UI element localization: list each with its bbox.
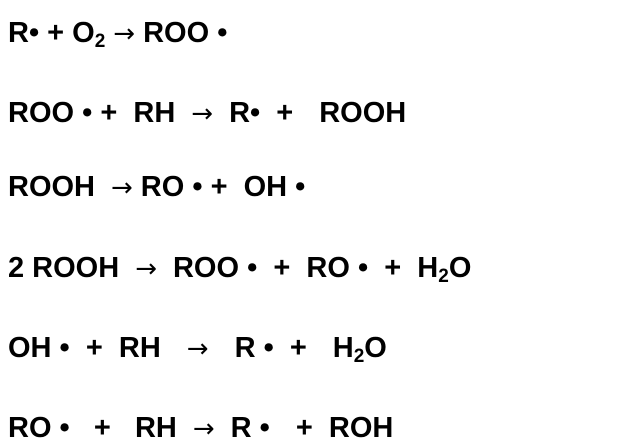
eq4-arrow-icon: → (135, 254, 157, 284)
eq5-products-end: O (364, 332, 387, 364)
eq4-products: ROO • + RO • + H (172, 252, 439, 284)
eq1-subscript: 2 (94, 31, 106, 52)
equation-1: R• + O2 →ROO • (8, 16, 227, 51)
eq5-products-b: H (332, 332, 354, 364)
eq4-products-end: O (448, 252, 472, 284)
eq6-products-a: R • (230, 412, 270, 444)
eq6-reactants: RO • + RH (8, 412, 177, 444)
equation-3: ROOH →RO • + OH • (8, 170, 305, 205)
eq2-reactants: ROO • + RH (8, 97, 176, 129)
eq2-products-b: ROOH (319, 97, 407, 129)
equation-6: RO • + RH → R • + ROH (8, 411, 393, 446)
eq2-arrow-icon: → (191, 99, 214, 129)
eq1-reactants: R• + O (8, 17, 95, 49)
eq2-products-a: R• + (229, 97, 294, 129)
eq3-arrow-icon: → (111, 173, 133, 203)
eq4-reactants: 2 ROOH (8, 252, 120, 284)
eq1-products: ROO • (143, 17, 228, 49)
eq5-reactants: OH • + RH (8, 332, 161, 364)
eq6-products-b: + ROH (295, 412, 394, 444)
eq4-subscript: 2 (438, 266, 449, 287)
equation-4: 2 ROOH → ROO • + RO • + H2O (8, 251, 471, 286)
equation-5: OH • + RH → R • + H2O (8, 331, 387, 366)
eq6-arrow-icon: → (192, 414, 215, 444)
eq5-products-a: R • + (234, 332, 307, 364)
eq5-arrow-icon: → (186, 334, 209, 364)
eq3-products: RO • + OH • (140, 171, 306, 203)
eq1-arrow-icon: → (113, 19, 136, 49)
equation-2: ROO • + RH → R• + ROOH (8, 96, 406, 131)
eq3-reactants: ROOH (8, 171, 95, 203)
eq5-subscript: 2 (353, 346, 365, 367)
